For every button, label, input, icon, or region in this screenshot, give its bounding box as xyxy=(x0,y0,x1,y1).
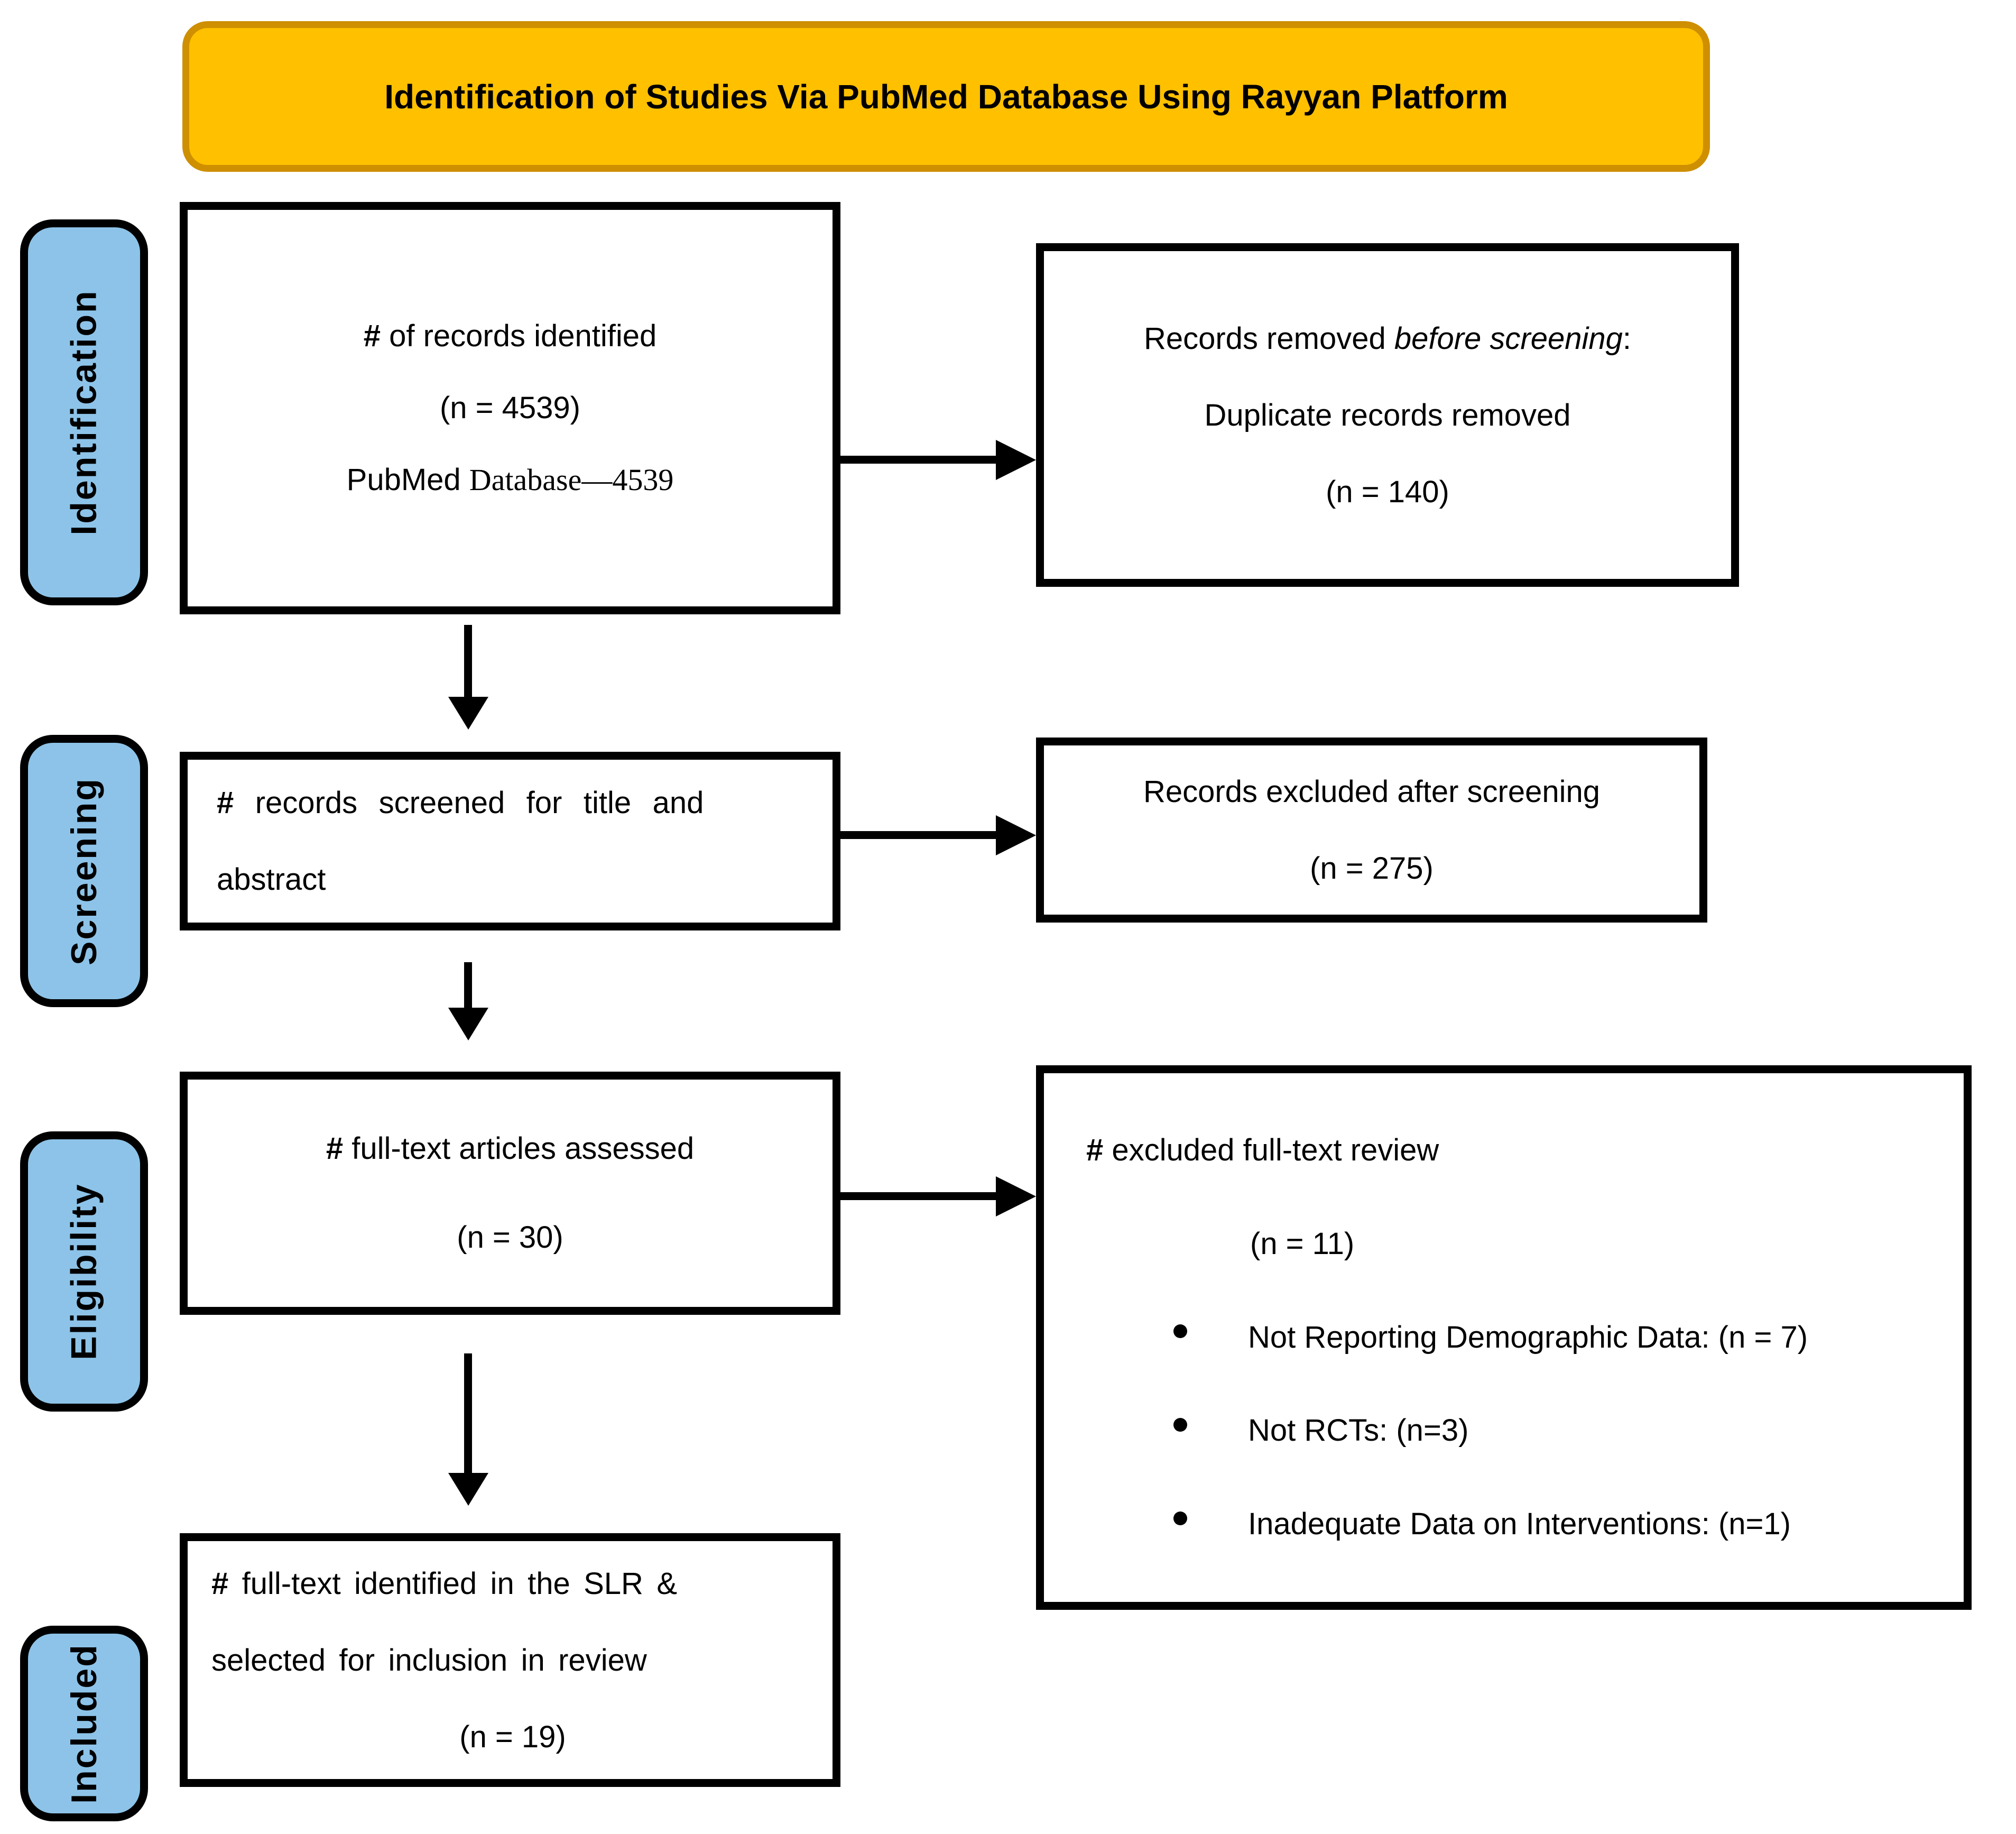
stage-label-screening-text: Screening xyxy=(64,777,104,965)
fulltext-assessed-line1: # full-text articles assessed xyxy=(326,1131,695,1166)
records-removed-count: (n = 140) xyxy=(1326,474,1449,509)
exclusion-reason-item: Not RCTs: (n=3) xyxy=(1044,1384,1964,1478)
fulltext-excluded-box: # excluded full-text review (n = 11) Not… xyxy=(1036,1065,1972,1610)
records-identified-source: PubMed Database—4539 xyxy=(188,444,833,516)
bullet-icon xyxy=(1173,1511,1187,1525)
records-identified-line1: # of records identified xyxy=(363,318,657,353)
records-identified-count: (n = 4539) xyxy=(439,390,580,425)
included-line2: selected for inclusion in review xyxy=(211,1643,647,1678)
bullet-icon xyxy=(1173,1417,1187,1432)
records-excluded-line1: Records excluded after screening xyxy=(1143,775,1601,809)
records-removed-line1: Records removed before screening: xyxy=(1044,300,1731,377)
records-screened-line1: # records screened for title and xyxy=(217,786,704,820)
records-screened-line2: abstract xyxy=(217,862,326,897)
stage-label-included: Included xyxy=(20,1626,148,1821)
exclusion-reason-text: Not RCTs: (n=3) xyxy=(1248,1413,1469,1448)
exclusion-reason-text: Not Reporting Demographic Data: (n = 7) xyxy=(1248,1320,1808,1354)
diagram-title-banner: Identification of Studies Via PubMed Dat… xyxy=(182,21,1710,172)
included-line1: # full-text identified in the SLR & xyxy=(211,1566,678,1601)
included-count: (n = 19) xyxy=(459,1719,566,1754)
exclusion-reason-text: Inadequate Data on Interventions: (n=1) xyxy=(1248,1507,1791,1542)
stage-label-identification: Identification xyxy=(20,219,148,605)
exclusion-reasons-list: Not Reporting Demographic Data: (n = 7) … xyxy=(1044,1291,1964,1572)
source-serif-text: Database—4539 xyxy=(469,463,674,497)
removed-pre-text: Records removed xyxy=(1143,321,1394,356)
exclusion-reason-item: Not Reporting Demographic Data: (n = 7) xyxy=(1044,1291,1964,1385)
stage-label-eligibility-text: Eligibility xyxy=(64,1183,104,1360)
fulltext-excluded-line1: # excluded full-text review xyxy=(1086,1132,1439,1167)
stage-label-included-text: Included xyxy=(64,1643,105,1804)
diagram-title: Identification of Studies Via PubMed Dat… xyxy=(384,77,1508,116)
included-box: # full-text identified in the SLR & sele… xyxy=(180,1533,840,1787)
source-sans-text: PubMed xyxy=(346,463,469,497)
fulltext-assessed-count: (n = 30) xyxy=(457,1220,563,1255)
records-excluded-count: (n = 275) xyxy=(1310,851,1434,886)
records-excluded-box: Records excluded after screening (n = 27… xyxy=(1036,738,1707,923)
fulltext-excluded-count: (n = 11) xyxy=(1250,1226,1355,1261)
records-removed-line2: Duplicate records removed xyxy=(1204,398,1571,432)
records-removed-box: Records removed before screening: Duplic… xyxy=(1036,243,1739,587)
removed-italic-text: before screening xyxy=(1394,321,1623,356)
records-identified-box: # of records identified (n = 4539) PubMe… xyxy=(180,202,840,614)
stage-label-screening: Screening xyxy=(20,735,148,1007)
stage-label-eligibility: Eligibility xyxy=(20,1131,148,1412)
records-screened-box: # records screened for title and abstrac… xyxy=(180,752,840,930)
stage-label-identification-text: Identification xyxy=(64,289,105,536)
bullet-icon xyxy=(1173,1324,1187,1338)
fulltext-assessed-box: # full-text articles assessed (n = 30) xyxy=(180,1072,840,1315)
exclusion-reason-item: Inadequate Data on Interventions: (n=1) xyxy=(1044,1478,1964,1571)
removed-post-text: : xyxy=(1622,321,1632,356)
